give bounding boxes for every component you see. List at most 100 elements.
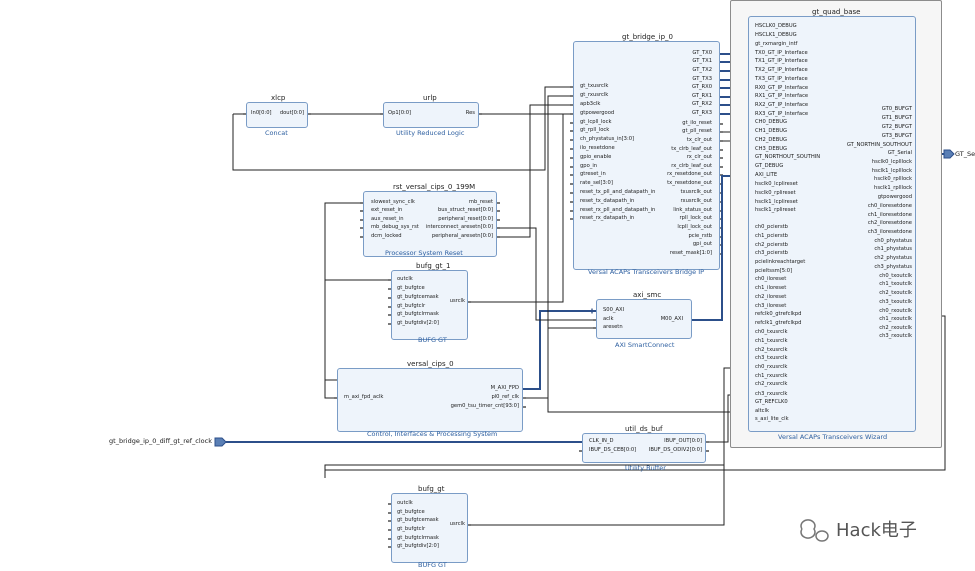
pin-in[interactable]: gt_lcpll_lock: [580, 119, 612, 125]
pin-out[interactable]: tx_clr_out: [686, 137, 712, 143]
pin-out[interactable]: hsclk1_rplllock: [874, 185, 912, 191]
pin-out[interactable]: ch0_txoutclk: [879, 273, 912, 279]
pin-in[interactable]: CH1_DEBUG: [755, 128, 788, 134]
pin-in[interactable]: ch1_txusrclk: [755, 338, 788, 344]
pin-out[interactable]: rxusrclk_out: [680, 198, 712, 204]
pin-in[interactable]: ch2_iloreset: [755, 294, 787, 300]
pin-in[interactable]: gtpowergood: [580, 110, 615, 116]
pin-in[interactable]: HSCLK0_DEBUG: [755, 23, 797, 29]
pin-in[interactable]: dcm_locked: [371, 233, 402, 239]
pin-in[interactable]: ch3_txusrclk: [755, 355, 788, 361]
pin-out[interactable]: gem0_tsu_timer_cnt[93:0]: [450, 403, 519, 409]
pin-in[interactable]: hsclk0_lcplireset: [755, 181, 798, 187]
pin-in[interactable]: gt_bufgtdiv[2:0]: [397, 543, 439, 549]
pin-out[interactable]: lcpll_lock_out: [677, 224, 712, 230]
pin-in[interactable]: RX0_GT_IP_Interface: [755, 85, 809, 91]
pin-out[interactable]: usrclk: [449, 521, 465, 527]
pin-in[interactable]: outclk: [397, 500, 413, 506]
pin-in[interactable]: ch1_iloreset: [755, 285, 787, 291]
pin-in[interactable]: RX3_GT_IP_Interface: [755, 111, 809, 117]
pin-in[interactable]: gt_rxmargin_intf: [755, 41, 798, 47]
pin-out[interactable]: ch0_rxoutclk: [879, 308, 912, 314]
pin-in[interactable]: RX2_GT_IP_Interface: [755, 102, 809, 108]
pin-in[interactable]: ch2_txusrclk: [755, 347, 788, 353]
pin-out[interactable]: gt_ilo_reset: [682, 120, 712, 126]
pin-in[interactable]: apb3clk: [580, 101, 601, 107]
pin-in[interactable]: CLK_IN_D: [589, 438, 614, 444]
pin-in[interactable]: gt_bufgtclr: [397, 303, 426, 309]
pin-in[interactable]: aux_reset_in: [371, 216, 404, 222]
pin-in[interactable]: reset_tx_datapath_in: [580, 198, 635, 204]
pin-in[interactable]: hsclk0_rplireset: [755, 190, 796, 196]
pin-out[interactable]: ch2_phystatus: [874, 255, 912, 261]
pin-in[interactable]: ch1_pcierstb: [755, 233, 788, 239]
pin-in[interactable]: ch0_iloreset: [755, 276, 787, 282]
pin-in[interactable]: mb_debug_sys_rst: [371, 224, 419, 230]
pin-in[interactable]: gt_bufgtcemask: [397, 294, 439, 300]
pin-in[interactable]: TX0_GT_IP_Interface: [755, 50, 808, 56]
pin-out[interactable]: GT_RX2: [691, 101, 712, 107]
pin-in[interactable]: GT_NORTHOUT_SOUTHIN: [755, 154, 821, 160]
pin-out[interactable]: gt_pll_reset: [682, 128, 712, 134]
pin-in[interactable]: ch_phystatus_in[3:0]: [580, 136, 635, 142]
pin-in[interactable]: ext_reset_in: [371, 207, 403, 213]
pin-out[interactable]: ch1_iloresetdone: [867, 212, 912, 218]
pin-out[interactable]: GT0_BUFGT: [881, 106, 912, 112]
pin-out[interactable]: hsclk1_lcplllock: [871, 168, 912, 174]
pin-out[interactable]: interconnect_aresetn[0:0]: [425, 224, 493, 230]
pin-in[interactable]: GT_REFCLK0: [755, 399, 788, 405]
pin-out[interactable]: peripheral_reset[0:0]: [438, 216, 493, 222]
pin-in[interactable]: pcieltssm[5:0]: [755, 268, 793, 274]
pin-out[interactable]: M_AXI_FPD: [490, 385, 519, 391]
pin-out[interactable]: ch2_rxoutclk: [879, 325, 912, 331]
pin-out[interactable]: rx_resetdone_out: [667, 171, 712, 177]
pin-out[interactable]: ch2_iloresetdone: [867, 220, 912, 226]
pin-in[interactable]: ch3_pcierstb: [755, 250, 788, 256]
pin-in[interactable]: gt_bufgtce: [397, 285, 425, 291]
pin-out[interactable]: peripheral_aresetn[0:0]: [431, 233, 493, 239]
pin-in[interactable]: gt_bufgtdiv[2:0]: [397, 320, 439, 326]
pin-in[interactable]: TX2_GT_IP_Interface: [755, 67, 808, 73]
pin-out[interactable]: usrclk: [449, 298, 465, 304]
pin-out[interactable]: tx_resetdone_out: [667, 180, 712, 186]
pin-in[interactable]: ch2_pcierstb: [755, 242, 788, 248]
pin-out[interactable]: ch0_iloresetdone: [867, 203, 912, 209]
block-smc[interactable]: [596, 299, 692, 339]
pin-in[interactable]: ch0_txusrclk: [755, 329, 788, 335]
pin-out[interactable]: ch1_phystatus: [874, 246, 912, 252]
pin-in[interactable]: AXI_LITE: [755, 172, 778, 178]
pin-in[interactable]: RX1_GT_IP_Interface: [755, 93, 809, 99]
pin-in[interactable]: In0[0:0]: [251, 110, 272, 116]
pin-in[interactable]: CH0_DEBUG: [755, 119, 788, 125]
block-quad[interactable]: [748, 16, 916, 432]
pin-in[interactable]: Op1[0:0]: [388, 110, 412, 116]
pin-in[interactable]: TX1_GT_IP_Interface: [755, 58, 808, 64]
pin-out[interactable]: GT_RX0: [691, 84, 712, 90]
pin-in[interactable]: aclk: [603, 316, 614, 322]
pin-in[interactable]: gt_bufgtce: [397, 509, 425, 515]
pin-out[interactable]: GT1_BUFGT: [881, 115, 912, 121]
pin-out[interactable]: ch3_rxoutclk: [879, 333, 912, 339]
block-rst[interactable]: [363, 191, 497, 257]
pin-in[interactable]: pcielinkreachtarget: [755, 259, 806, 265]
pin-out[interactable]: IBUF_DS_ODIV2[0:0]: [648, 447, 702, 453]
pin-out[interactable]: ch1_rxoutclk: [879, 316, 912, 322]
pin-in[interactable]: gpo_in: [580, 163, 598, 169]
pin-out[interactable]: GT_TX0: [692, 50, 712, 56]
block-cips[interactable]: [337, 368, 523, 432]
block-urlp[interactable]: [383, 102, 479, 128]
pin-in[interactable]: rate_sel[3:0]: [580, 180, 613, 186]
pin-in[interactable]: ch2_rxusrclk: [755, 381, 788, 387]
pin-out[interactable]: GT_RX3: [691, 110, 712, 116]
pin-in[interactable]: ch0_rxusrclk: [755, 364, 788, 370]
pin-out[interactable]: GT_RX1: [691, 93, 712, 99]
pin-in[interactable]: s_axi_lite_clk: [755, 416, 789, 422]
pin-in[interactable]: slowest_sync_clk: [371, 199, 415, 205]
pin-in[interactable]: m_axi_fpd_aclk: [344, 394, 384, 400]
pin-in[interactable]: S00_AXI: [603, 307, 625, 313]
pin-out[interactable]: mb_reset: [468, 199, 493, 205]
pin-in[interactable]: HSCLK1_DEBUG: [755, 32, 797, 38]
pin-in[interactable]: ilo_resetdone: [580, 145, 615, 151]
pin-out[interactable]: ch3_iloresetdone: [867, 229, 912, 235]
